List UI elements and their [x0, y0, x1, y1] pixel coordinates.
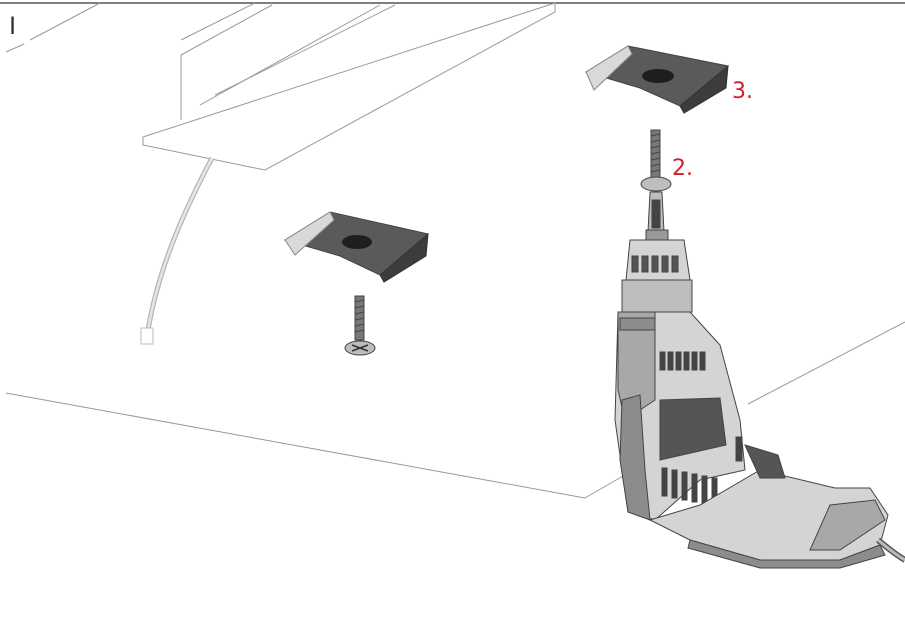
top-left-perspective-line-a: [29, 2, 101, 41]
screw-left: [344, 295, 376, 356]
mounting-clip-right: [584, 45, 729, 114]
step-2-label: 2.: [672, 156, 693, 181]
top-left-perspective-line-b: [5, 43, 25, 53]
screw-right: [640, 129, 672, 192]
top-left-marker: I: [9, 12, 16, 40]
led-profile: [142, 2, 556, 171]
drill-power-cord: [876, 537, 905, 563]
power-cable: [140, 156, 215, 345]
mounting-clip-left: [283, 211, 429, 283]
power-drill: [614, 191, 889, 569]
step-3-label: 3.: [732, 79, 753, 104]
